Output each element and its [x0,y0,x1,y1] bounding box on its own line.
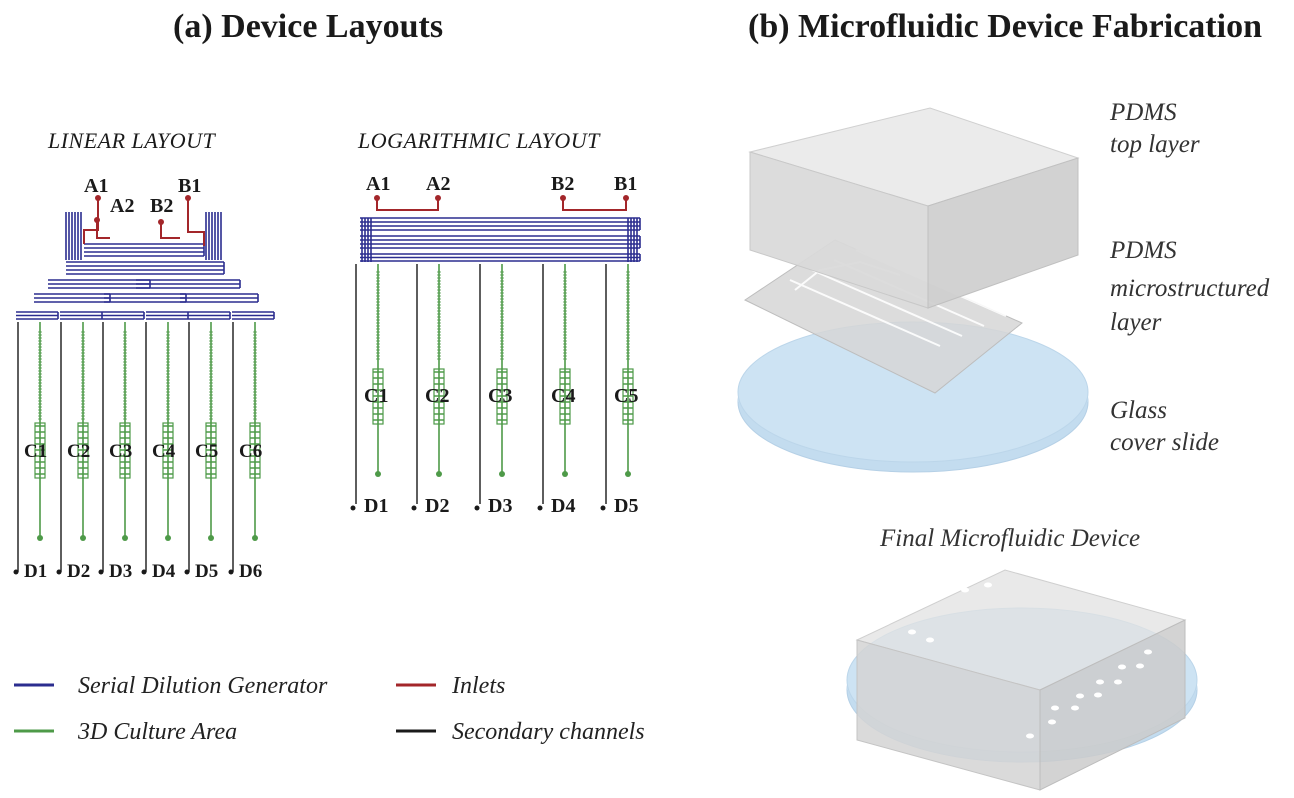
label-top-line1: PDMS [1109,99,1177,126]
final-device [846,569,1198,791]
linear-inlet-b1: B1 [178,175,201,197]
final-device-ports [908,582,1152,739]
linear-inlet-a2: A2 [110,195,134,217]
log-outlet-label: D1 [364,495,388,517]
log-dilution-generator [360,217,641,262]
label-top-line2: top layer [1110,131,1200,158]
linear-outlet-label: D6 [239,561,262,582]
linear-inlet-a1: A1 [84,175,108,197]
linear-outlet-label: D5 [195,561,218,582]
log-outlet-label: D5 [614,495,638,517]
linear-chamber-label: C1 [24,441,47,462]
layer-labels: PDMS top layer PDMS microstructured laye… [1109,99,1270,456]
log-outlet-label: D3 [488,495,512,517]
legend-label-inlets: Inlets [451,673,505,699]
log-outlet-label: D2 [425,495,449,517]
log-inlet-b2: B2 [551,173,574,195]
panel-a-title: (a) Device Layouts [173,8,444,45]
linear-inlet-b2: B2 [150,195,173,217]
log-chamber-label: C3 [488,385,512,407]
glass-cover-slide [737,321,1089,473]
linear-inlets [83,198,205,246]
label-glass-line2: cover slide [1110,429,1219,456]
linear-inlet-markers [94,195,191,225]
log-inlet-b1: B1 [614,173,637,195]
log-inlet-markers [374,195,629,201]
log-outlet-label: D4 [551,495,575,517]
label-glass-line1: Glass [1110,397,1167,424]
linear-chamber-label: C2 [67,441,90,462]
log-chamber-label: C4 [551,385,575,407]
legend: Serial Dilution Generator Inlets 3D Cult… [14,673,645,745]
linear-chamber-label: C6 [239,441,262,462]
linear-layout-title: LINEAR LAYOUT [48,128,216,153]
label-micro-line2: microstructured [1110,275,1270,302]
legend-label-secondary: Secondary channels [452,719,645,745]
linear-chamber-label: C5 [195,441,218,462]
linear-outlet-label: D3 [109,561,132,582]
log-chamber-label: C2 [425,385,449,407]
legend-label-generator: Serial Dilution Generator [78,673,328,699]
label-micro-line1: PDMS [1109,237,1177,264]
log-chamber-label: C1 [364,385,388,407]
panel-b-title: (b) Microfluidic Device Fabrication [748,8,1262,45]
final-device-label: Final Microfluidic Device [879,525,1140,552]
log-chamber-label: C5 [614,385,638,407]
exploded-device: PDMS top layer PDMS microstructured laye… [737,99,1270,552]
label-micro-line3: layer [1110,309,1162,336]
linear-outlet-label: D4 [152,561,176,582]
pdms-top-layer [748,107,1080,309]
linear-chamber-label: C4 [152,441,176,462]
linear-outlet-label: D2 [67,561,90,582]
log-inlet-a1: A1 [366,173,390,195]
linear-outlet-label: D1 [24,561,47,582]
legend-label-culture: 3D Culture Area [77,719,237,745]
log-layout-title: LOGARITHMIC LAYOUT [358,128,600,153]
linear-dilution-generator [16,212,275,320]
log-inlets [376,198,627,211]
log-inlet-a2: A2 [426,173,450,195]
linear-chamber-label: C3 [109,441,132,462]
